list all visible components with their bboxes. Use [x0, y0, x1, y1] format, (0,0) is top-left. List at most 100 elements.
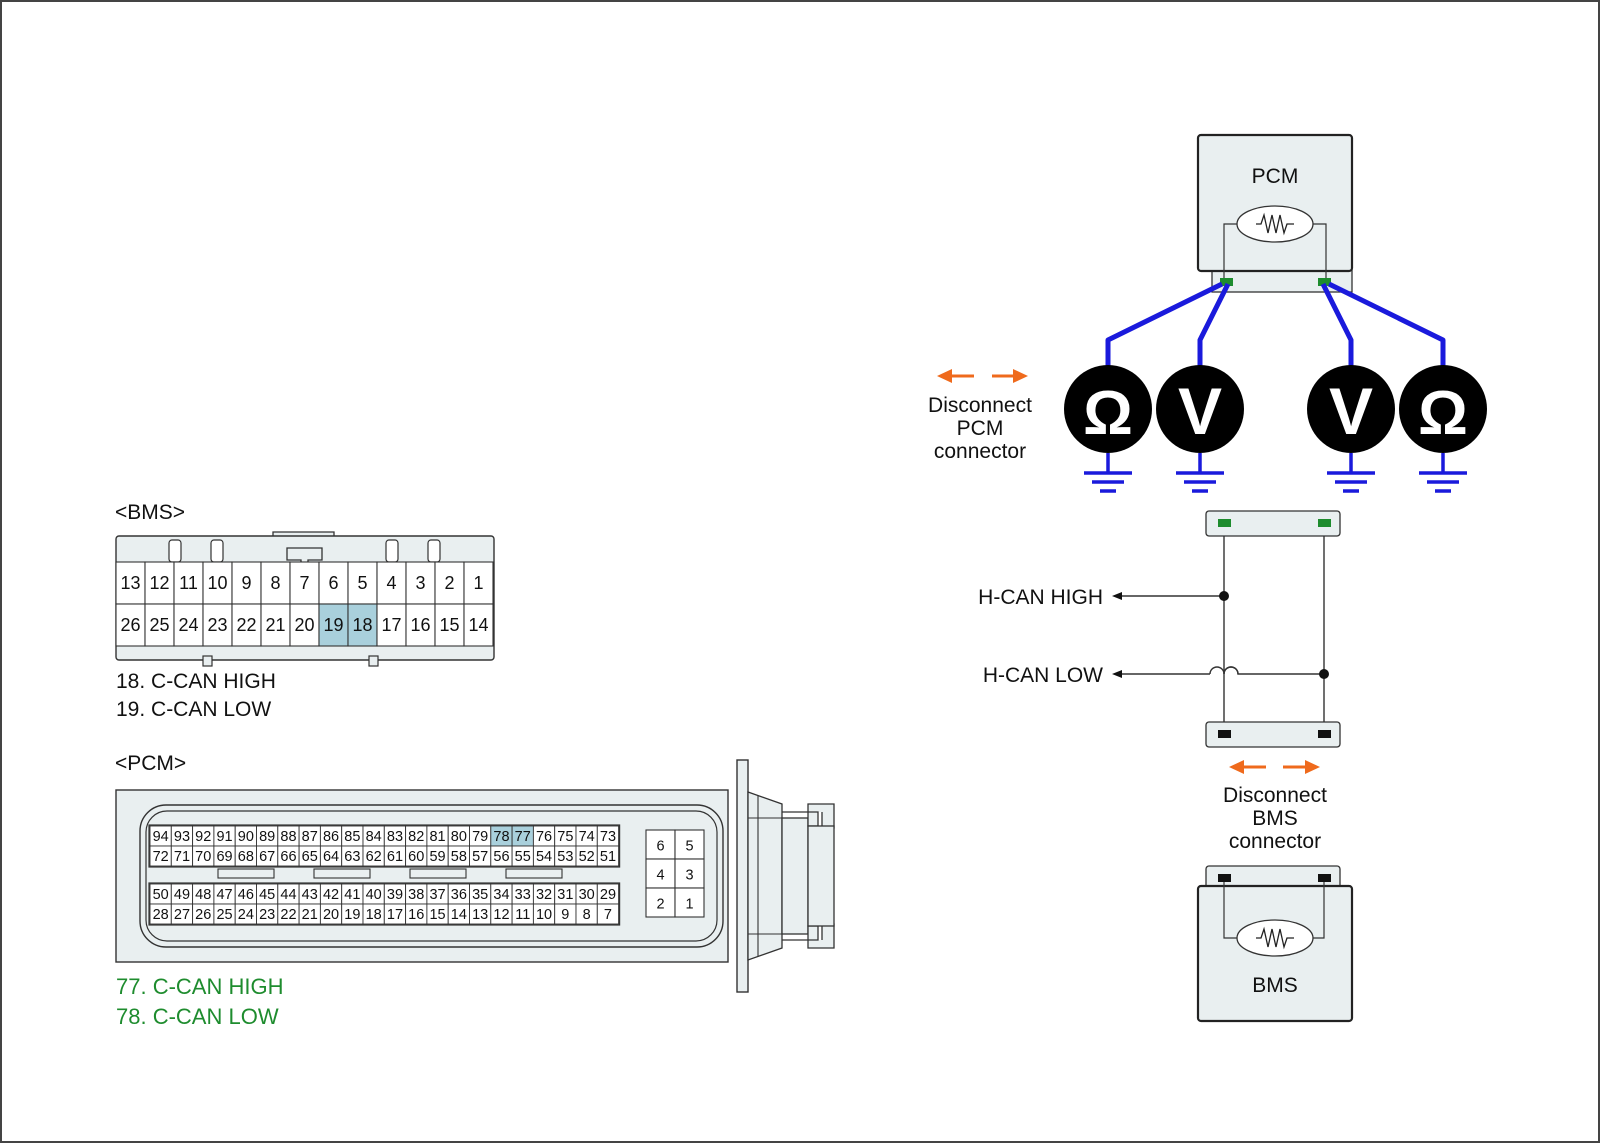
pcm-pin-number: 44	[280, 887, 296, 903]
pcm-pin-number: 34	[493, 887, 509, 903]
pcm-pin-number: 70	[195, 849, 211, 865]
pcm-pin-number: 4	[656, 868, 664, 884]
pcm-pin-number: 33	[515, 887, 531, 903]
bms-pin-cell	[202, 603, 233, 647]
pcm-pin-label-77: 77. C-CAN HIGH	[116, 974, 283, 999]
pcm-pin-number: 77	[515, 829, 531, 845]
wire-ohm-right	[1327, 281, 1446, 370]
pcm-pin-number: 64	[323, 849, 339, 865]
pcm-pin-number: 68	[238, 849, 254, 865]
pcm-pin-cell	[645, 829, 676, 860]
pcm-pin-number: 24	[238, 907, 254, 923]
disconnect-pcm-line3: connector	[934, 440, 1026, 463]
pcm-pin-number: 22	[280, 907, 296, 923]
bms-pin-number: 7	[299, 573, 309, 593]
disconnect-bms-arrows	[1229, 760, 1320, 774]
bms-harness-connector	[1205, 721, 1341, 748]
pcm-pin-number: 73	[600, 829, 616, 845]
bms-pin-number: 5	[357, 573, 367, 593]
bms-pin-label-19: 19. C-CAN LOW	[116, 698, 271, 721]
bms-pin-cell	[173, 603, 204, 647]
bms-termination-resistor	[1236, 919, 1314, 957]
bms-pin-cell	[144, 603, 175, 647]
ground-symbols	[1084, 453, 1467, 493]
pcm-pin-number: 2	[656, 897, 664, 913]
pcm-pin-number: 48	[195, 887, 211, 903]
harness-wires	[1117, 536, 1325, 724]
voltage-icon: V	[1329, 374, 1373, 448]
pcm-pin-number: 43	[302, 887, 318, 903]
pcm-pin-number: 5	[685, 839, 693, 855]
pcm-pin-number: 53	[557, 849, 573, 865]
wire-ohm-left	[1105, 281, 1224, 370]
pcm-pin-number: 49	[174, 887, 190, 903]
ground-icon	[1419, 453, 1467, 493]
bms-pin-number: 23	[207, 615, 227, 635]
pcm-pin-number: 47	[216, 887, 232, 903]
pcm-pin-number: 80	[451, 829, 467, 845]
bms-pin-cell	[376, 603, 407, 647]
ground-icon	[1176, 453, 1224, 493]
bms-pin-number: 11	[179, 573, 198, 593]
meter-ohm-left: Ω	[1064, 365, 1152, 453]
pcm-pin-number: 61	[387, 849, 403, 865]
pcm-pin-number: 90	[238, 829, 254, 845]
pcm-pin-number: 54	[536, 849, 552, 865]
pcm-pin-number: 14	[451, 907, 467, 923]
bms-pin-cell	[318, 561, 349, 605]
pcm-pin-number: 51	[600, 849, 616, 865]
pcm-pin-number: 38	[408, 887, 424, 903]
pcm-pin-number: 1	[685, 897, 693, 913]
pcm-pin-number: 93	[174, 829, 190, 845]
pcm-pin-number: 32	[536, 887, 552, 903]
bms-pin-number: 6	[328, 573, 338, 593]
pcm-pin-number: 52	[579, 849, 595, 865]
pcm-pin-number: 84	[366, 829, 382, 845]
pcm-pin-number: 69	[216, 849, 232, 865]
pcm-pin-left	[1220, 278, 1233, 286]
bms-pin-number: 10	[207, 573, 227, 593]
disconnect-pcm-line1: Disconnect	[928, 394, 1032, 417]
pcm-pin-number: 76	[536, 829, 552, 845]
bms-pin-cell	[115, 603, 146, 647]
pcm-pin-number: 21	[302, 907, 318, 923]
pcm-pin-cell	[674, 887, 705, 918]
disconnect-pcm-arrows	[937, 369, 1028, 383]
pcm-pin-cell	[674, 858, 705, 889]
bms-pin-label-18: 18. C-CAN HIGH	[116, 670, 276, 693]
pcm-pin-number: 87	[302, 829, 318, 845]
bms-pin-cell	[463, 603, 494, 647]
pcm-pin-number: 91	[216, 829, 232, 845]
test-lead-wires	[1105, 281, 1446, 370]
pcm-pin-number: 78	[493, 829, 509, 845]
pcm-pin-number: 88	[280, 829, 296, 845]
bms-pin-number: 14	[468, 615, 488, 635]
bms-pin-number: 2	[444, 573, 454, 593]
circuit-diagram: PCM Ω V V Ω	[928, 133, 1487, 1023]
pcm-pin-right	[1318, 278, 1331, 286]
signal-label-high: H-CAN HIGH	[978, 586, 1103, 609]
bms-pin-number: 19	[323, 615, 343, 635]
pcm-pin-number: 40	[366, 887, 382, 903]
bms-pin-cell	[405, 561, 436, 605]
bms-pin-number: 3	[415, 573, 425, 593]
pcm-pin-number: 67	[259, 849, 275, 865]
pcm-pin-number: 26	[195, 907, 211, 923]
bms-connector-title: <BMS>	[115, 501, 185, 524]
bms-pin-number: 18	[352, 615, 372, 635]
wire-v-left	[1197, 282, 1231, 370]
bms-module-label: BMS	[1252, 974, 1298, 997]
pcm-pin-number: 9	[561, 907, 569, 923]
pcm-pin-number: 27	[174, 907, 190, 923]
pcm-pin-number: 86	[323, 829, 339, 845]
bms-pin-cell	[289, 561, 320, 605]
pcm-pin-number: 65	[302, 849, 318, 865]
disconnect-bms-line1: Disconnect	[1223, 784, 1327, 807]
pcm-pin-number: 10	[536, 907, 552, 923]
pcm-pin-number: 31	[557, 887, 573, 903]
pcm-pin-number: 66	[280, 849, 296, 865]
pcm-pin-number: 6	[656, 839, 664, 855]
